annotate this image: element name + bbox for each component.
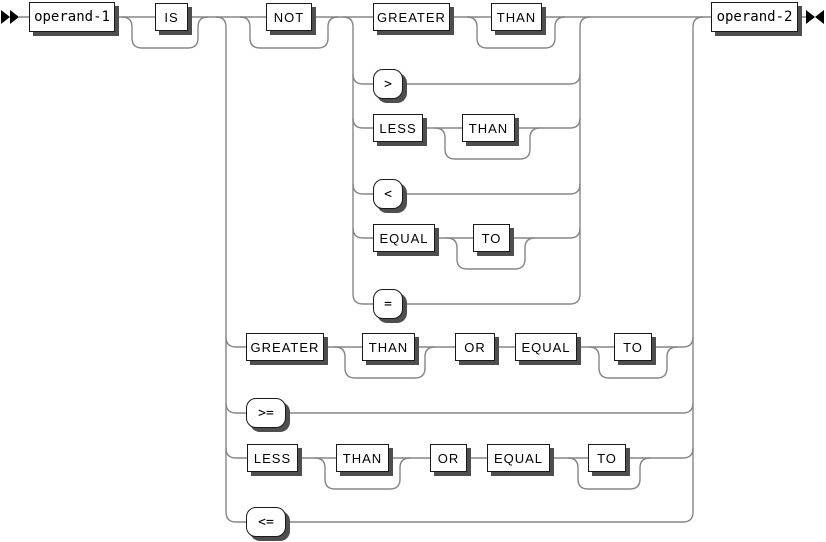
symbol-box-lt: < [373, 179, 403, 209]
not-bypass-line [239, 16, 339, 49]
outer-merge-arc-row9 [682, 447, 694, 459]
operand-1-box: operand-1 [29, 2, 115, 32]
keyword-box-greater-2: GREATER [246, 333, 324, 361]
keyword-box-not: NOT [266, 3, 312, 31]
outer-branch-line [215, 16, 237, 523]
keyword-box-than-1: THAN [491, 3, 542, 31]
inner-branch-arc-row3 [352, 117, 364, 129]
keyword-box-to-3: TO [588, 444, 626, 472]
inner-branch-arc-row2 [352, 73, 364, 85]
keyword-box-than-3: THAN [362, 333, 415, 361]
inner-merge-line [569, 16, 591, 305]
keyword-box-or-1: OR [455, 333, 495, 361]
inner-branch-line [342, 16, 364, 305]
than3-bypass-line [334, 346, 436, 379]
keyword-box-greater-1: GREATER [373, 3, 450, 31]
outer-branch-arc-row9 [225, 447, 237, 459]
symbol-box-eq: = [373, 289, 403, 319]
to2-bypass-line [588, 346, 678, 379]
than2-bypass-line [434, 127, 541, 160]
than1-bypass-line [466, 16, 566, 49]
inner-branch-arc-row5 [352, 227, 364, 239]
inner-merge-arc-row5 [569, 227, 581, 239]
inner-merge-arc-row4 [569, 183, 581, 195]
end-arrow-icon [806, 10, 824, 24]
keyword-box-or-2: OR [430, 444, 467, 472]
start-arrow-icon [1, 10, 19, 24]
keyword-box-to-1: TO [473, 224, 510, 252]
inner-merge-arc-row2 [569, 73, 581, 85]
symbol-box-lte: <= [246, 507, 286, 537]
keyword-box-than-2: THAN [462, 114, 515, 142]
outer-merge-arc-row7 [682, 336, 694, 348]
is-bypass-line [121, 16, 209, 49]
keyword-box-than-4: THAN [336, 444, 389, 472]
keyword-box-less-1: LESS [373, 114, 423, 142]
outer-branch-arc-row8 [225, 402, 237, 414]
operand-2-box: operand-2 [711, 2, 798, 32]
to1-bypass-line [446, 237, 536, 270]
inner-branch-arc-row4 [352, 183, 364, 195]
inner-merge-arc-row3 [569, 117, 581, 129]
than4-bypass-line [314, 457, 411, 490]
outer-merge-line [682, 16, 704, 523]
outer-branch-arc-row7 [225, 336, 237, 348]
keyword-box-equal-3: EQUAL [487, 444, 550, 472]
outer-merge-arc-row8 [682, 402, 694, 414]
keyword-box-to-2: TO [614, 333, 652, 361]
keyword-box-is: IS [155, 3, 188, 31]
keyword-box-less-2: LESS [247, 444, 298, 472]
keyword-box-equal-1: EQUAL [373, 224, 435, 252]
symbol-box-gt: > [373, 69, 403, 99]
to3-bypass-line [567, 457, 651, 490]
symbol-box-gte: >= [246, 398, 286, 428]
keyword-box-equal-2: EQUAL [515, 333, 577, 361]
